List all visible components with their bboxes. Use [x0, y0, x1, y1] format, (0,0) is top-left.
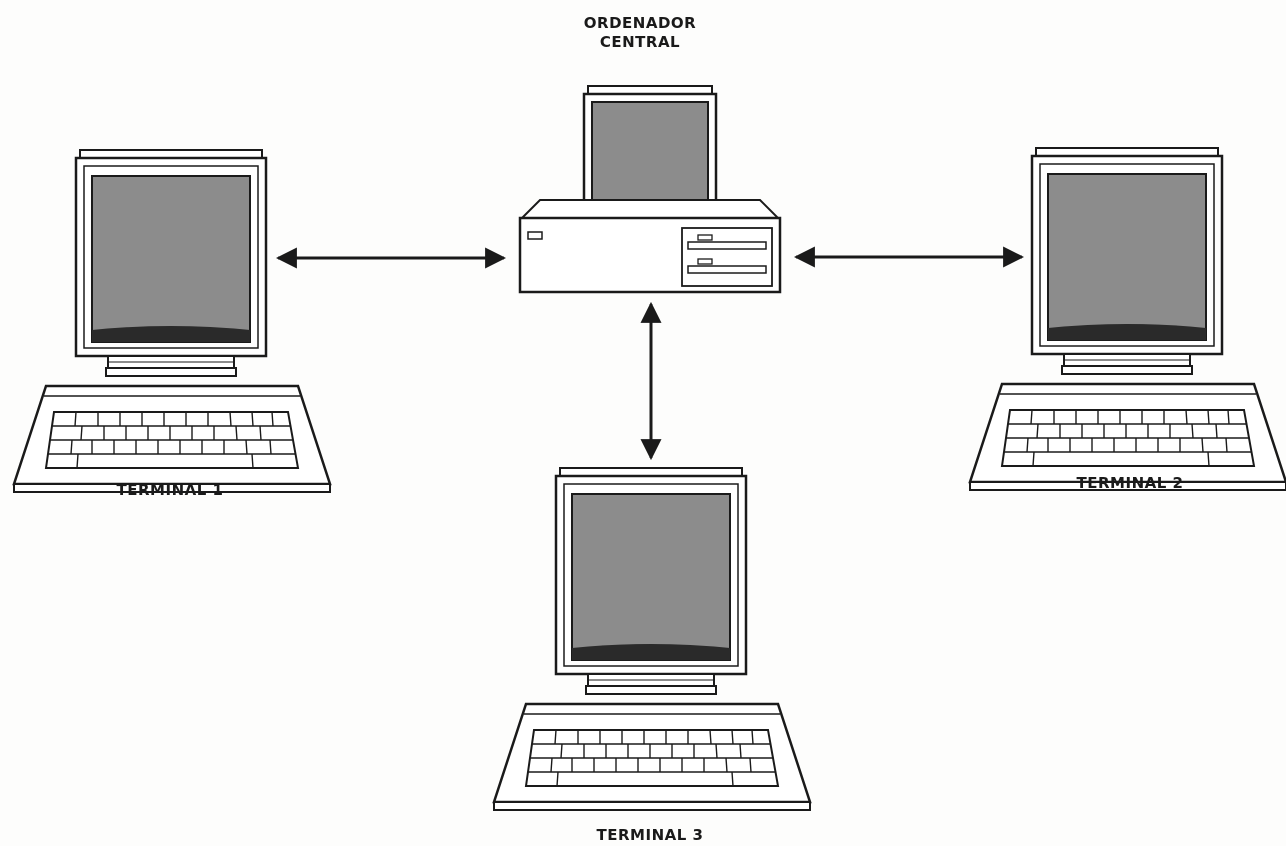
central-computer: [518, 85, 782, 294]
terminal-2-label: TERMINAL 2: [1076, 474, 1184, 492]
central-label-line1: ORDENADOR: [583, 14, 697, 32]
terminal-3: [492, 466, 812, 812]
terminal-2: [968, 146, 1286, 492]
terminal-1: [12, 148, 332, 494]
central-computer-label: ORDENADOR CENTRAL: [560, 14, 720, 52]
connections: [275, 246, 1025, 461]
central-label-line2: CENTRAL: [599, 33, 681, 51]
terminal-1-label: TERMINAL 1: [116, 481, 224, 499]
terminal-3-label: TERMINAL 3: [596, 826, 704, 844]
